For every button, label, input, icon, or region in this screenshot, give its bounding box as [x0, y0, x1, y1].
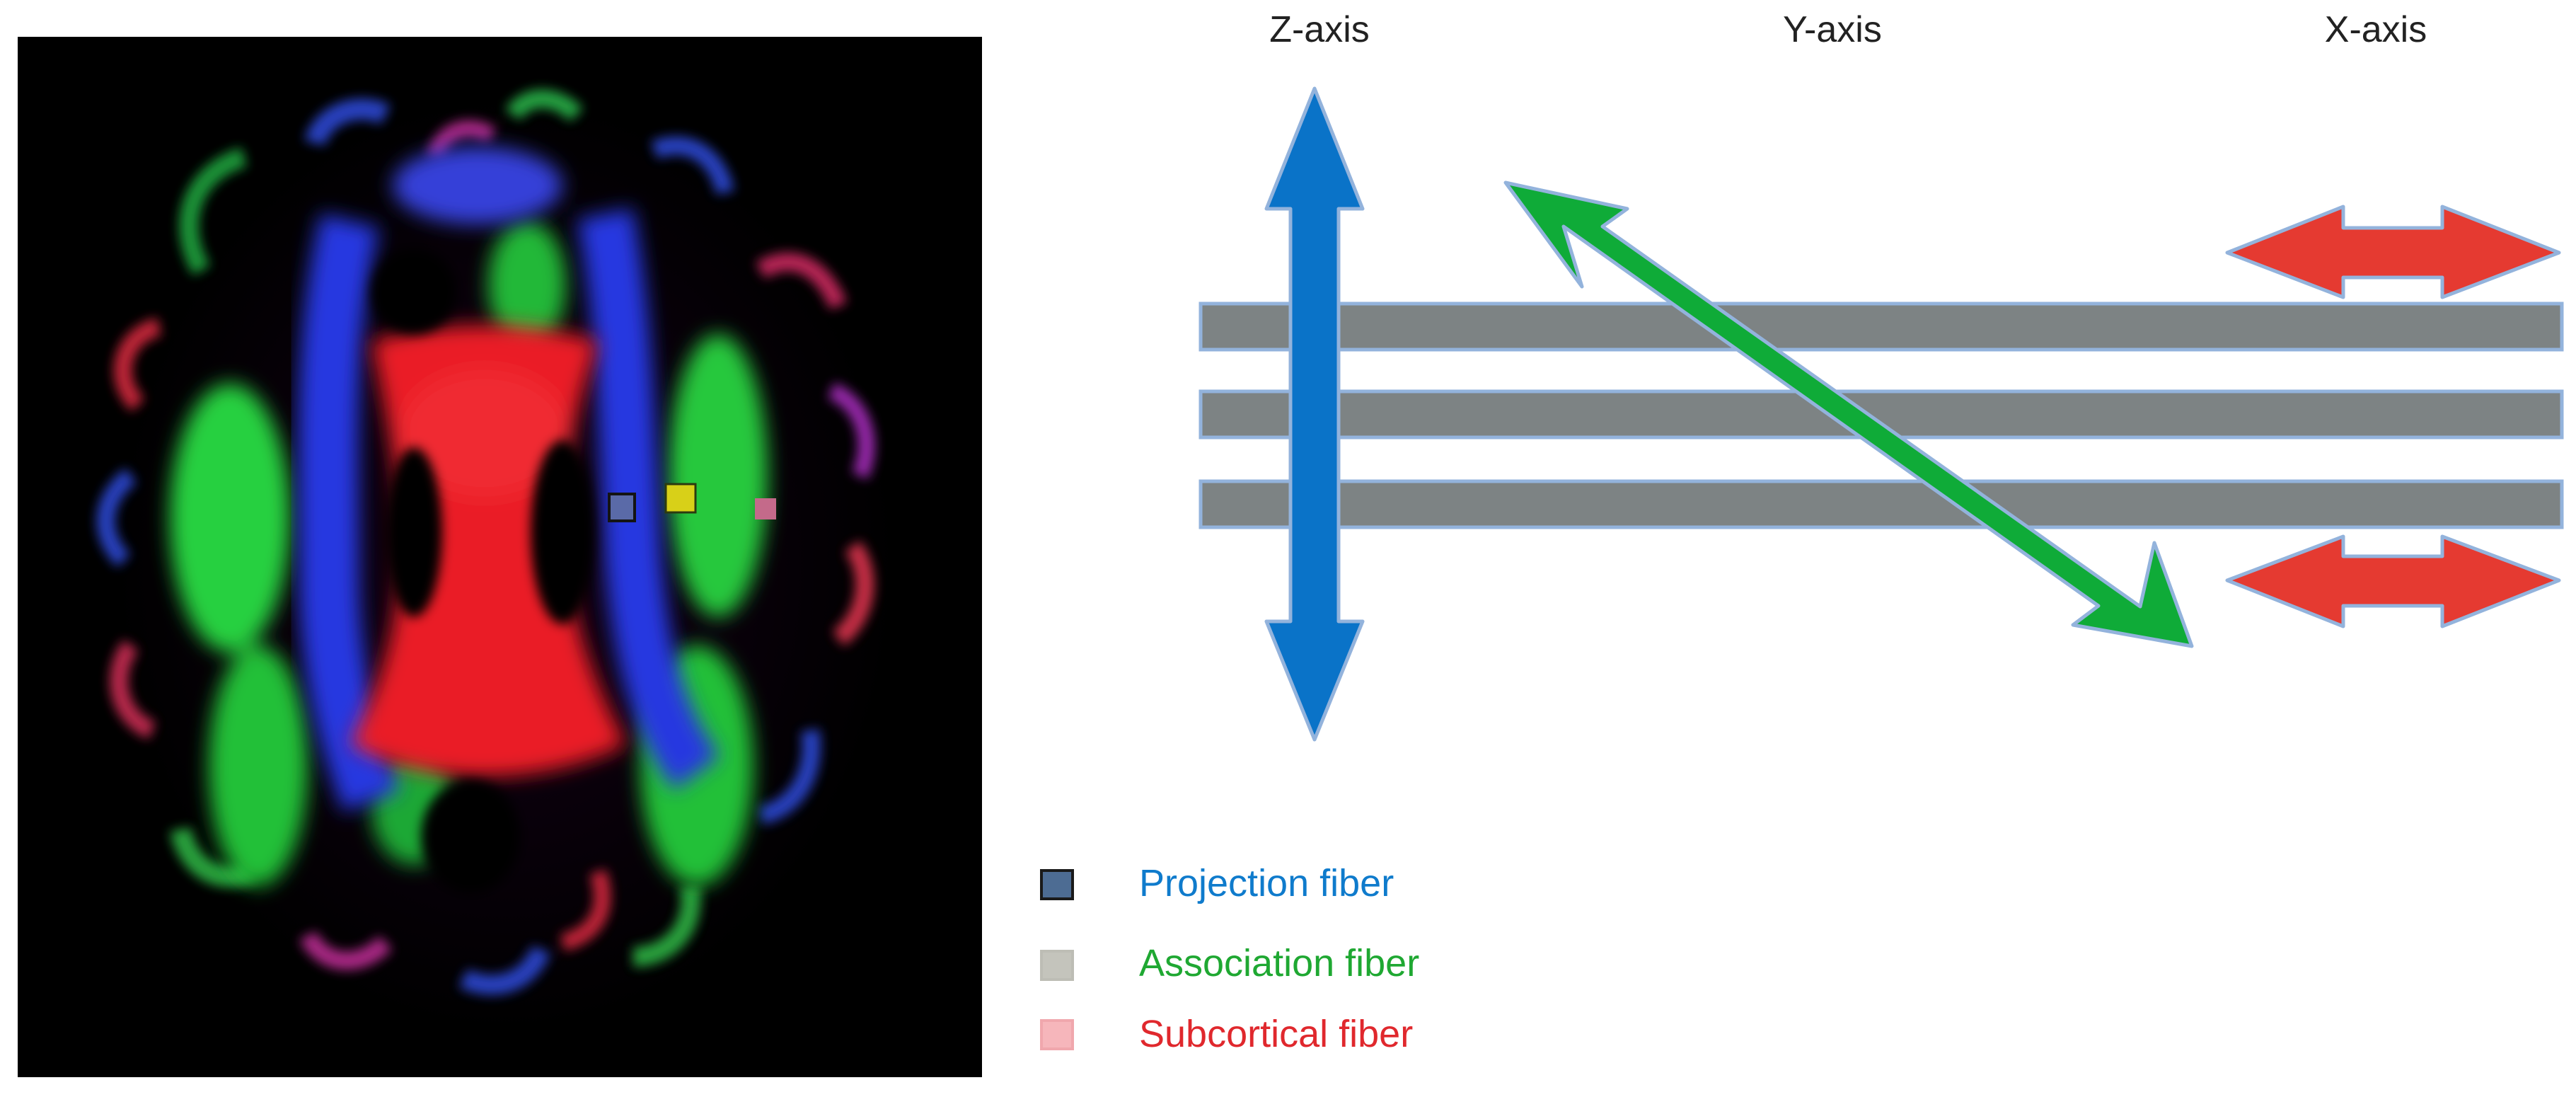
y-axis-arrow [1503, 180, 2194, 648]
legend-swatch-association [1040, 950, 1074, 981]
dti-brain-image [18, 37, 982, 1077]
z-axis-label: Z-axis [1269, 9, 1370, 50]
fiber-bar-top [1199, 301, 2564, 352]
fiber-bar-bottom [1199, 479, 2564, 529]
x-axis-arrow-top [2225, 205, 2561, 299]
z-axis-arrow [1264, 86, 1365, 742]
projection-marker [608, 493, 636, 522]
subcortical-marker [755, 498, 776, 519]
legend-swatch-subcortical [1040, 1019, 1074, 1050]
legend-label-subcortical: Subcortical fiber [1139, 1013, 1414, 1055]
legend-swatch-projection [1040, 869, 1074, 900]
x-axis-arrow-bottom [2225, 534, 2561, 628]
legend-label-association: Association fiber [1139, 942, 1420, 984]
x-axis-label: X-axis [2324, 9, 2427, 50]
association-marker [664, 483, 697, 514]
legend-label-projection: Projection fiber [1139, 862, 1394, 904]
y-axis-label: Y-axis [1783, 9, 1882, 50]
